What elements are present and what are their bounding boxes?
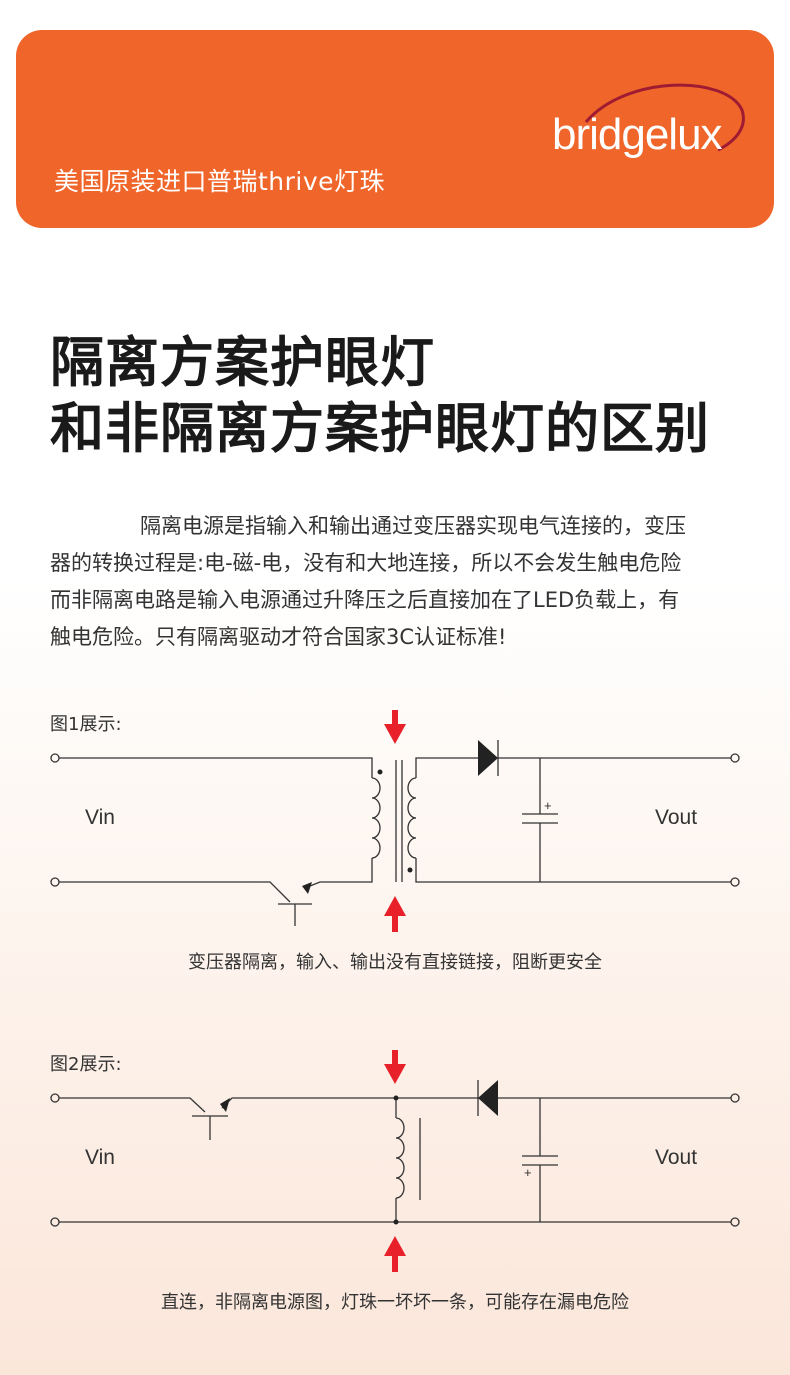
terminal-icon <box>50 877 60 887</box>
primary-coil-icon <box>371 777 381 859</box>
diode-icon <box>478 740 498 776</box>
terminal-icon <box>730 1093 740 1103</box>
figure1-caption: 变压器隔离，输入、输出没有直接链接，阻断更安全 <box>188 952 602 973</box>
diode-icon <box>478 1080 498 1116</box>
plus-sign: + <box>544 798 552 813</box>
terminal-icon <box>730 753 740 763</box>
banner-text: 美国原装进口普瑞thrive灯珠 <box>54 167 386 196</box>
isolated-circuit-diagram: Vin Vout + <box>50 710 740 932</box>
non-isolated-circuit-diagram: Vin Vout + <box>50 1050 740 1272</box>
vout-label: Vout <box>655 806 697 829</box>
vin-label: Vin <box>85 1146 115 1169</box>
terminal-icon <box>730 877 740 887</box>
polarity-dot-icon <box>407 867 413 873</box>
transistor-arrow-icon <box>302 882 312 894</box>
page-title: 隔离方案护眼灯 和非隔离方案护眼灯的区别 <box>50 330 710 462</box>
transistor-arrow-icon <box>220 1098 230 1112</box>
terminal-icon <box>50 1093 60 1103</box>
terminal-icon <box>730 1217 740 1227</box>
plus-sign: + <box>524 1165 532 1180</box>
terminal-icon <box>50 1217 60 1227</box>
inductor-coil-icon <box>395 1117 405 1199</box>
polarity-dot-icon <box>377 769 383 775</box>
junction-dot-icon <box>393 1219 399 1225</box>
paragraph-line: 触电危险。只有隔离驱动才符合国家3C认证标准! <box>50 625 507 649</box>
vin-label: Vin <box>85 806 115 829</box>
junction-dot-icon <box>393 1095 399 1101</box>
secondary-coil-icon <box>407 777 417 859</box>
red-arrow-down-icon <box>384 1050 406 1084</box>
terminal-icon <box>50 753 60 763</box>
vout-label: Vout <box>655 1146 697 1169</box>
red-arrow-up-icon <box>384 896 406 932</box>
paragraph-line: 器的转换过程是:电-磁-电，没有和大地连接，所以不会发生触电危险 <box>50 551 682 575</box>
figure1-label: 图1展示: <box>50 714 122 735</box>
bridgelux-logo: bridgelux <box>546 80 756 200</box>
logo-arc-icon <box>584 83 745 152</box>
paragraph-line: 隔离电源是指输入和输出通过变压器实现电气连接的，变压 <box>140 514 686 538</box>
figure2-caption: 直连，非隔离电源图，灯珠一坏坏一条，可能存在漏电危险 <box>161 1292 629 1313</box>
paragraph-line: 而非隔离电路是输入电源通过升降压之后直接加在了LED负载上，有 <box>50 588 680 612</box>
logo-text: bridgelux <box>552 110 723 159</box>
description-paragraph: 隔离电源是指输入和输出通过变压器实现电气连接的，变压 器的转换过程是:电-磁-电… <box>50 508 745 656</box>
figure2-label: 图2展示: <box>50 1054 122 1075</box>
title-line-1: 隔离方案护眼灯 <box>50 331 435 394</box>
red-arrow-down-icon <box>384 710 406 744</box>
brand-banner: 美国原装进口普瑞thrive灯珠 bridgelux <box>16 30 774 228</box>
title-line-2: 和非隔离方案护眼灯的区别 <box>50 397 710 460</box>
red-arrow-up-icon <box>384 1236 406 1272</box>
